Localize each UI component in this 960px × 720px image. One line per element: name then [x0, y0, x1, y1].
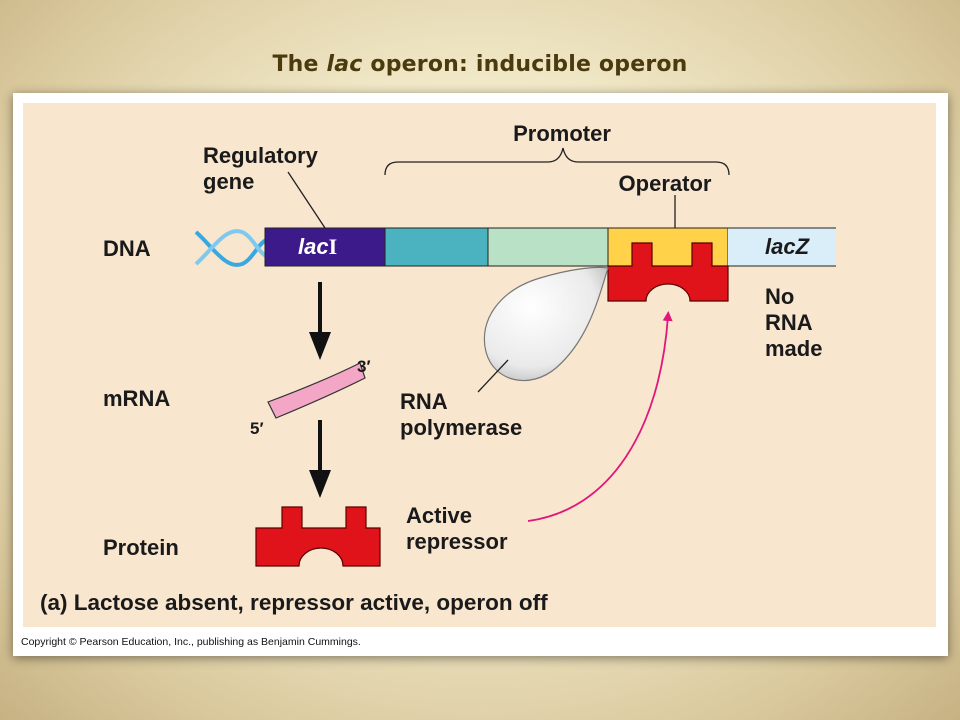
transcription-arrow — [309, 282, 331, 360]
rna-polymerase-pointer — [477, 359, 509, 393]
mrna-strand — [267, 362, 366, 419]
diagram-panel — [23, 103, 936, 627]
promoter-label: Promoter — [513, 121, 611, 146]
promoter-segment-1 — [384, 227, 489, 267]
active-repressor-protein — [255, 506, 381, 567]
regulatory-gene-pointer — [287, 171, 326, 229]
protein-label: Protein — [103, 535, 179, 560]
copyright-notice: Copyright © Pearson Education, Inc., pub… — [21, 636, 361, 648]
five-prime-label: 5′ — [250, 419, 264, 438]
three-prime-label: 3′ — [357, 357, 371, 376]
lacz-label: lacZ — [765, 234, 811, 259]
dna-label: DNA — [103, 236, 151, 261]
operator-label: Operator — [619, 171, 712, 196]
translation-arrow — [309, 420, 331, 498]
title-italic: lac — [326, 52, 363, 77]
regulatory-gene-label: Regulatory gene — [203, 143, 324, 194]
rna-polymerase-shape — [483, 266, 609, 382]
dna-helix — [194, 229, 268, 267]
laci-gene-segment — [264, 227, 386, 267]
figure-caption: (a) Lactose absent, repressor active, op… — [40, 590, 548, 615]
active-repressor-label: Active repressor — [406, 503, 508, 554]
rna-polymerase-label: RNA polymerase — [400, 389, 522, 440]
bound-repressor — [607, 242, 729, 302]
promoter-bracket — [384, 147, 730, 176]
no-rna-made-label: No RNA made — [765, 284, 822, 361]
mrna-label: mRNA — [103, 386, 170, 411]
title-suffix: operon: inducible operon — [362, 52, 688, 77]
laci-label: lacI — [298, 234, 337, 259]
title-prefix: The — [272, 52, 327, 77]
repressor-binding-arrow — [527, 311, 673, 522]
promoter-segment-2 — [487, 227, 609, 267]
lacz-gene-segment — [728, 228, 836, 266]
slide-title: The lac operon: inducible operon — [0, 52, 960, 77]
